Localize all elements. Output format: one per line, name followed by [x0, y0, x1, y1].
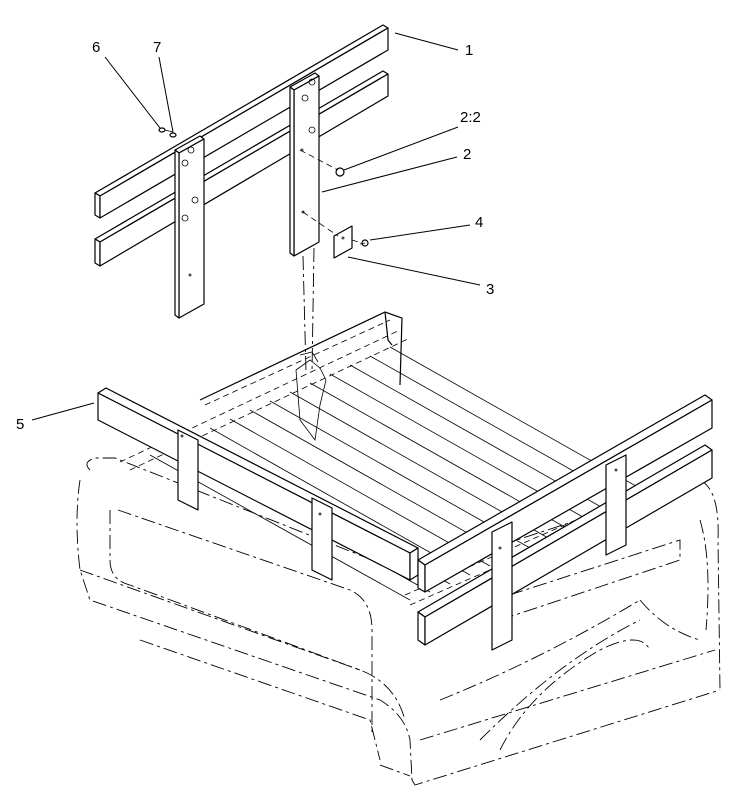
callout-label-2: 2 — [463, 146, 471, 163]
post-left — [174, 135, 205, 319]
side-stake-right — [491, 454, 627, 651]
bed-floor-slats — [119, 329, 696, 606]
callout-label-2-2: 2:2 — [460, 109, 481, 126]
callout-label-7: 7 — [153, 39, 161, 56]
callout-label-4: 4 — [475, 214, 483, 231]
bolt-part-6 — [158, 127, 174, 133]
washer-part-7 — [169, 132, 177, 138]
callout-label-1: 1 — [465, 42, 473, 59]
bolt-head — [187, 146, 195, 154]
callout-label-3: 3 — [486, 281, 494, 298]
side-rail-left — [97, 387, 419, 581]
post-right — [289, 72, 320, 257]
callout-label-6: 6 — [92, 39, 100, 56]
screw-part-4 — [359, 239, 369, 247]
callouts: 1 2:2 2 3 4 5 6 7 — [16, 32, 494, 433]
plate — [333, 225, 353, 259]
front-bulkhead — [199, 311, 403, 442]
rack-assembly-exploded — [94, 24, 389, 373]
cargo-bed-assembly — [76, 311, 721, 786]
callout-label-5: 5 — [16, 416, 24, 433]
